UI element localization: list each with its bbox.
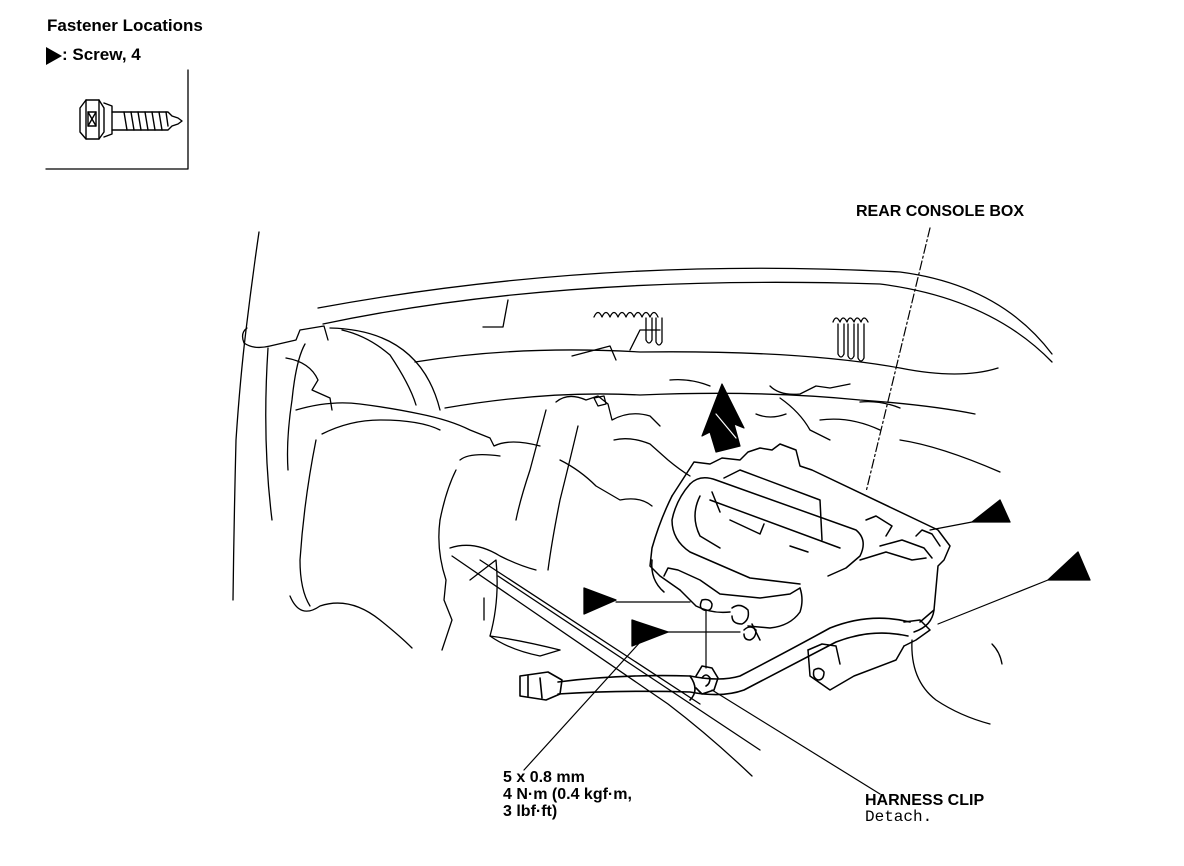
rear-console-box	[649, 443, 951, 641]
left-pillar-outline	[232, 231, 329, 601]
screw-legend-label: : Screw, 4	[62, 45, 141, 64]
leader-spec	[523, 639, 643, 771]
removal-arrow-hollow	[715, 413, 737, 439]
screw-legend-box	[45, 69, 189, 170]
spec-line-2: 4 N·m (0.4 kgf·m,	[503, 786, 632, 803]
leader-harness-clip	[711, 689, 881, 795]
leader-marker-far-right	[937, 579, 1049, 625]
leader-rear-console-box	[865, 227, 931, 493]
wire-harness	[519, 617, 911, 701]
screw-icon	[79, 99, 183, 140]
screw-marker-icons	[583, 499, 1091, 647]
triangle-marker-icon	[46, 46, 62, 65]
leader-marker-top-right	[929, 521, 973, 531]
rear-console-box-label: REAR CONSOLE BOX	[856, 203, 1025, 220]
spec-line-3: 3 lbf·ft)	[503, 803, 558, 820]
screw-marker-top-right	[971, 499, 1011, 523]
screw-legend-row: : Screw, 4	[46, 45, 141, 65]
screw-marker-far-right	[1047, 551, 1091, 581]
screw-marker-left-lower	[631, 619, 669, 647]
floor-tunnel-outline	[285, 357, 1003, 725]
removal-direction-arrow-icon	[701, 383, 745, 453]
fastener-locations-heading: Fastener Locations	[47, 16, 203, 35]
spec-line-1: 5 x 0.8 mm	[503, 769, 585, 786]
screw-marker-left-upper	[583, 587, 617, 615]
leader-lines	[523, 227, 1049, 795]
upper-body-curves	[317, 267, 1053, 415]
harness-clip-label: HARNESS CLIP	[865, 792, 985, 809]
floor-lines	[451, 555, 761, 777]
harness-clip-note: Detach.	[865, 808, 933, 826]
